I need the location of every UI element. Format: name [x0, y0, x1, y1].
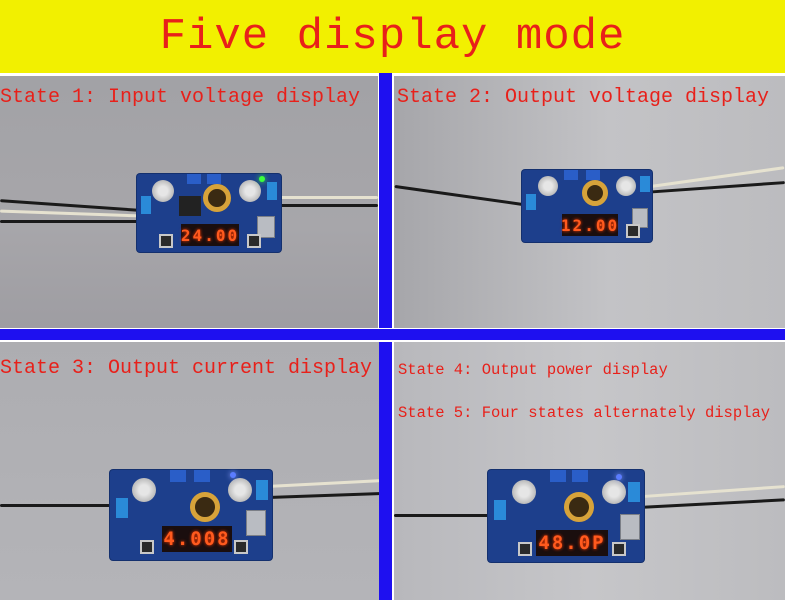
wire	[280, 196, 378, 199]
buck-converter-board: 4.008	[110, 470, 272, 560]
capacitor	[132, 478, 156, 502]
capacitor	[512, 480, 536, 504]
terminal-block	[628, 482, 640, 502]
inductor-coil	[564, 492, 594, 522]
capacitor	[538, 176, 558, 196]
state-3-label: State 3: Output current display	[0, 357, 373, 380]
terminal-block	[141, 196, 151, 214]
push-button	[612, 542, 626, 556]
potentiometer	[550, 470, 566, 482]
led-display: 24.00	[180, 224, 240, 246]
potentiometer	[170, 470, 186, 482]
wire	[269, 479, 380, 488]
state-1-panel: State 1: Input voltage display 24.00	[0, 76, 378, 328]
potentiometer	[572, 470, 588, 482]
state-2-label: State 2: Output voltage display	[397, 86, 770, 109]
state-5-label: State 5: Four states alternately display	[398, 404, 771, 422]
push-button	[159, 234, 173, 248]
status-led	[259, 176, 265, 182]
terminal-block	[116, 498, 128, 518]
push-button	[247, 234, 261, 248]
inductor-coil	[203, 184, 231, 212]
wire	[0, 220, 140, 223]
usb-port	[246, 510, 266, 536]
wire	[394, 184, 524, 207]
wire	[0, 209, 141, 218]
push-button	[518, 542, 532, 556]
horizontal-divider	[0, 328, 785, 342]
led-display: 48.0P	[536, 530, 608, 556]
state-1-label: State 1: Input voltage display	[0, 86, 361, 109]
terminal-block	[494, 500, 506, 520]
wire	[0, 504, 110, 507]
potentiometer	[564, 170, 578, 180]
state-4-5-panel: State 4: Output power display State 5: F…	[394, 342, 785, 600]
capacitor	[228, 478, 252, 502]
inductor-coil	[582, 180, 608, 206]
potentiometer	[187, 174, 201, 184]
wire	[644, 485, 785, 498]
potentiometer	[207, 174, 221, 184]
potentiometer	[194, 470, 210, 482]
usb-port	[632, 208, 648, 228]
terminal-block	[267, 182, 277, 200]
wire	[394, 514, 490, 517]
page-title: Five display mode	[159, 11, 626, 62]
regulator-chip	[179, 196, 201, 216]
terminal-block	[526, 194, 536, 210]
capacitor	[602, 480, 626, 504]
wire	[280, 204, 378, 207]
led-display: 4.008	[162, 526, 232, 552]
inductor-coil	[190, 492, 220, 522]
state-2-panel: State 2: Output voltage display 12.00	[394, 76, 785, 328]
usb-port	[257, 216, 275, 238]
status-led	[616, 474, 622, 480]
capacitor	[616, 176, 636, 196]
buck-converter-board: 24.00	[137, 174, 281, 252]
status-led	[230, 472, 236, 478]
terminal-block	[640, 176, 650, 192]
state-3-panel: State 3: Output current display 4.008	[0, 342, 380, 600]
capacitor	[152, 180, 174, 202]
buck-converter-board: 48.0P	[488, 470, 644, 562]
led-display: 12.00	[560, 214, 620, 236]
usb-port	[620, 514, 640, 540]
wire	[644, 498, 785, 509]
buck-converter-board: 12.00	[522, 170, 652, 242]
wire	[269, 492, 380, 499]
potentiometer	[586, 170, 600, 180]
title-banner: Five display mode	[0, 0, 785, 73]
capacitor	[239, 180, 261, 202]
push-button	[626, 224, 640, 238]
push-button	[234, 540, 248, 554]
terminal-block	[256, 480, 268, 500]
push-button	[140, 540, 154, 554]
state-4-label: State 4: Output power display	[398, 361, 668, 379]
